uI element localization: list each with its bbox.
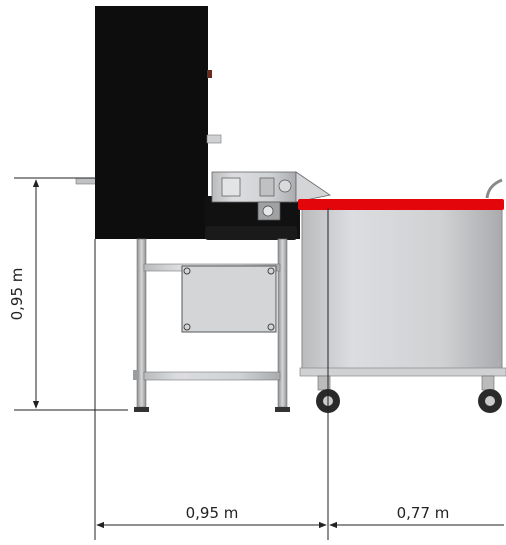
machine-unit	[75, 6, 332, 240]
stand-foot-right	[275, 407, 290, 412]
trolley-base	[299, 367, 506, 377]
trolley	[298, 178, 506, 413]
machine-shelf	[205, 226, 297, 240]
trolley-width-label: 0,77 m	[397, 504, 450, 522]
machine-handle	[206, 134, 222, 144]
dimension-lines	[14, 177, 504, 540]
machine-width-label: 0,95 m	[186, 504, 239, 522]
machine-side-rod	[75, 177, 97, 185]
machine-stand	[133, 238, 290, 412]
trolley-body	[301, 207, 503, 371]
feed-mechanism	[211, 171, 332, 221]
trolley-handle	[485, 178, 503, 199]
stand-bottom-bar	[143, 371, 281, 381]
trolley-wheel-right	[478, 375, 502, 413]
trolley-rim	[298, 199, 504, 210]
stand-panel	[181, 265, 277, 333]
machine-cabinet	[95, 6, 208, 239]
stand-foot-left	[134, 407, 149, 412]
height-label: 0,95 m	[8, 268, 26, 321]
machine-knob	[207, 70, 212, 78]
